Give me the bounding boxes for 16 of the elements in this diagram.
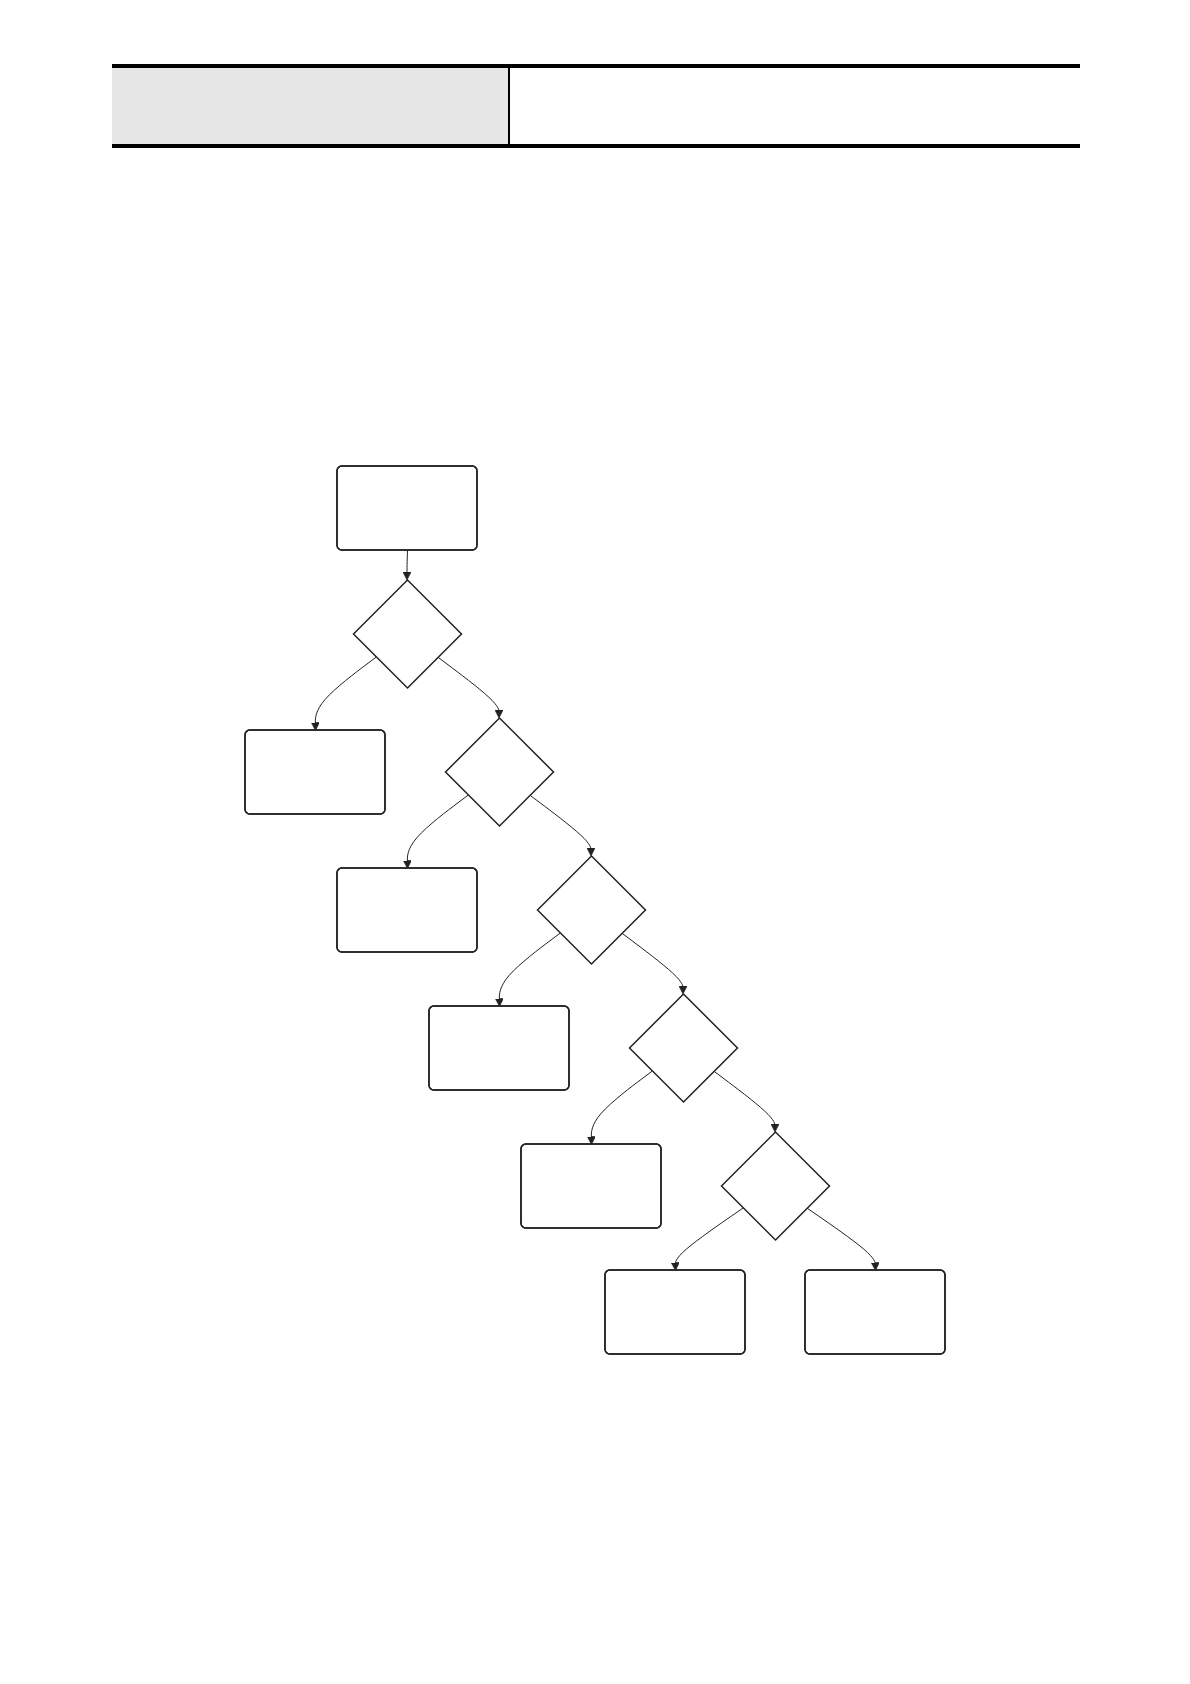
arrow bbox=[529, 794, 596, 857]
arrow bbox=[670, 1207, 744, 1271]
node-diamond bbox=[444, 716, 555, 828]
arrow bbox=[713, 1070, 780, 1133]
arrow bbox=[402, 550, 412, 581]
arrow bbox=[494, 932, 561, 1007]
arrow bbox=[621, 932, 688, 995]
arrow bbox=[402, 794, 469, 869]
node-diamond bbox=[720, 1130, 831, 1242]
arrow bbox=[806, 1207, 880, 1271]
node-diamond bbox=[352, 578, 463, 690]
node-diamond bbox=[536, 854, 647, 966]
arrow bbox=[586, 1070, 653, 1145]
arrow bbox=[437, 656, 504, 719]
arrow bbox=[310, 656, 377, 731]
node-diamond bbox=[628, 992, 739, 1104]
